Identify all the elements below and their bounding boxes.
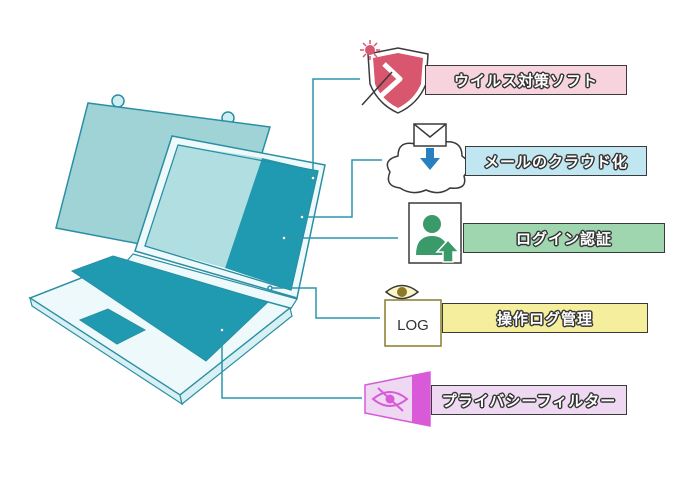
label-antivirus: ウイルス対策ソフト <box>425 65 627 95</box>
user-login-icon <box>408 202 462 264</box>
shield-virus-icon <box>360 40 429 114</box>
label-cloud-mail: メールのクラウド化 <box>465 146 647 176</box>
log-eye-icon: LOG <box>384 284 442 347</box>
label-privacy-filter: プライバシーフィルター <box>431 385 627 415</box>
cloud-mail-icon <box>386 123 470 194</box>
label-operation-log-text: 操作ログ管理 <box>496 309 593 328</box>
screen-filtered-area <box>145 145 262 268</box>
laptop-keyboard <box>70 255 269 362</box>
screen-visible-area <box>225 158 318 290</box>
label-cloud-mail-text: メールのクラウド化 <box>483 152 628 171</box>
laptop-touchpad <box>78 308 147 345</box>
laptop-illustration <box>28 94 326 406</box>
log-text: LOG <box>397 317 429 334</box>
leader-lines <box>219 78 398 399</box>
label-privacy-filter-text: プライバシーフィルター <box>441 391 617 410</box>
label-operation-log: 操作ログ管理 <box>442 303 648 333</box>
label-login-auth: ログイン認証 <box>463 223 665 253</box>
label-antivirus-text: ウイルス対策ソフト <box>453 71 598 90</box>
privacy-eye-icon <box>364 371 431 427</box>
label-login-auth-text: ログイン認証 <box>515 229 612 248</box>
